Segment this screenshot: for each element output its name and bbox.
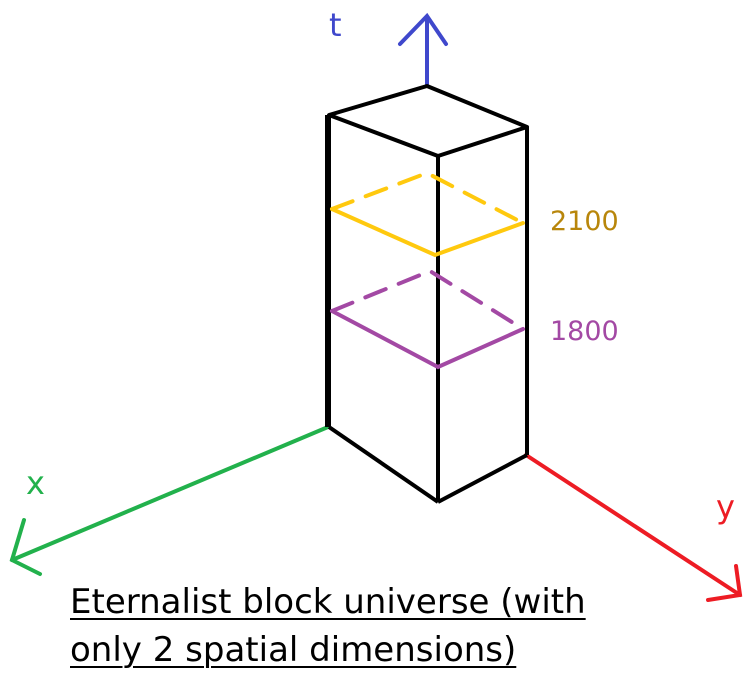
slice-2100-back [330, 170, 525, 225]
slice-2100-front [330, 207, 525, 258]
spacetime-block [327, 84, 529, 504]
x-axis-line [10, 425, 330, 562]
caption-line-1: Eternalist block universe (with [70, 582, 586, 622]
slice-1800-front [330, 309, 525, 370]
y-axis-arrowhead [706, 564, 743, 602]
y-axis-line [524, 453, 742, 597]
caption-line-2: only 2 spatial dimensions) [70, 630, 517, 670]
y-axis-label: y [716, 488, 735, 526]
diagram-caption: Eternalist block universe (with only 2 s… [70, 578, 730, 674]
block-bottom-left-edge [327, 425, 440, 504]
level-label-2100: 2100 [550, 206, 619, 237]
t-axis-arrowhead [398, 12, 448, 46]
slice-1800 [330, 268, 525, 370]
block-bottom-right-edge [437, 453, 528, 504]
x-axis-arrowhead [9, 518, 42, 576]
slice-2100 [330, 170, 525, 258]
t-axis [398, 12, 448, 88]
t-axis-label: t [329, 6, 342, 44]
y-axis [524, 453, 743, 602]
slice-1800-back [330, 268, 525, 331]
x-axis [9, 425, 330, 576]
level-label-1800: 1800 [550, 316, 619, 347]
block-top-face [327, 84, 529, 158]
x-axis-label: x [26, 464, 45, 502]
